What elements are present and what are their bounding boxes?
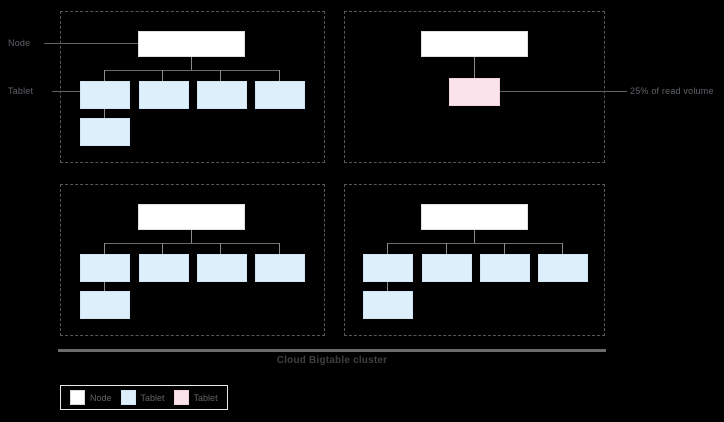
tree-drop-top-left-3 bbox=[220, 70, 221, 81]
tree-bus-bottom-left bbox=[104, 243, 279, 244]
tablet-box-bottom-left-4 bbox=[255, 254, 305, 282]
tablet-box-top-left-2 bbox=[139, 81, 189, 109]
tree-trunk-top-right bbox=[474, 57, 475, 78]
node-box-bottom-left bbox=[138, 204, 245, 230]
tree-bus-bottom-right bbox=[387, 243, 563, 244]
legend-label-node: Node bbox=[90, 392, 112, 403]
cluster-node-group-top-left bbox=[60, 11, 325, 163]
cluster-caption: Cloud Bigtable cluster bbox=[276, 355, 388, 366]
tree-drop-top-left-5 bbox=[104, 109, 105, 120]
tree-drop-top-left-2 bbox=[162, 70, 163, 81]
leader-line-node bbox=[44, 43, 139, 44]
tree-drop-bottom-right-4 bbox=[562, 243, 563, 254]
cluster-node-group-bottom-right bbox=[344, 184, 605, 336]
cluster-divider-rule bbox=[58, 349, 606, 352]
node-box-top-left bbox=[138, 31, 245, 57]
tree-drop-bottom-right-3 bbox=[504, 243, 505, 254]
hot-tablet-box-top-right bbox=[449, 78, 500, 106]
legend-label-tablet-normal: Tablet bbox=[140, 392, 165, 403]
legend-item-tablet-hot: Tablet bbox=[173, 390, 218, 405]
legend-swatch-node-icon bbox=[70, 390, 85, 405]
tablet-box-bottom-right-2 bbox=[422, 254, 472, 282]
tree-drop-bottom-right-2 bbox=[446, 243, 447, 254]
tablet-box-bottom-right-3 bbox=[480, 254, 530, 282]
tablet-box-bottom-right-1 bbox=[363, 254, 413, 282]
legend: Node Tablet Tablet bbox=[60, 385, 228, 410]
tree-drop-bottom-left-5 bbox=[104, 282, 105, 293]
cluster-node-group-bottom-left bbox=[60, 184, 325, 336]
tablet-box-top-left-1 bbox=[80, 81, 130, 109]
tablet-box-bottom-right-5 bbox=[363, 291, 413, 319]
tablet-box-bottom-left-1 bbox=[80, 254, 130, 282]
legend-swatch-tablet-hot-icon bbox=[173, 390, 189, 405]
node-box-bottom-right bbox=[421, 204, 528, 230]
tablet-box-bottom-right-4 bbox=[538, 254, 588, 282]
tablet-box-top-left-4 bbox=[255, 81, 305, 109]
callout-read-volume: 25% of read volume bbox=[630, 86, 714, 96]
label-node: Node bbox=[8, 38, 31, 48]
tree-drop-bottom-left-4 bbox=[279, 243, 280, 254]
legend-label-tablet-hot: Tablet bbox=[193, 392, 218, 403]
leader-line-tablet bbox=[52, 91, 81, 92]
tablet-box-top-left-3 bbox=[197, 81, 247, 109]
tree-trunk-top-left bbox=[191, 57, 192, 70]
node-box-top-right bbox=[421, 31, 528, 57]
cluster-node-group-top-right bbox=[344, 11, 605, 163]
tablet-box-top-left-5 bbox=[80, 118, 130, 146]
tree-drop-bottom-right-5 bbox=[387, 282, 388, 293]
tree-drop-top-left-1 bbox=[104, 70, 105, 81]
tree-drop-bottom-right-1 bbox=[387, 243, 388, 254]
legend-item-tablet-normal: Tablet bbox=[120, 390, 165, 405]
tree-drop-bottom-left-2 bbox=[162, 243, 163, 254]
tablet-box-bottom-left-3 bbox=[197, 254, 247, 282]
tree-drop-bottom-left-1 bbox=[104, 243, 105, 254]
tree-drop-top-left-4 bbox=[279, 70, 280, 81]
tablet-box-bottom-left-5 bbox=[80, 291, 130, 319]
tree-trunk-bottom-right bbox=[474, 230, 475, 243]
label-tablet: Tablet bbox=[8, 86, 34, 96]
leader-line-callout bbox=[499, 91, 627, 92]
tree-drop-bottom-left-3 bbox=[220, 243, 221, 254]
tree-bus-top-left bbox=[104, 70, 279, 71]
tree-trunk-bottom-left bbox=[191, 230, 192, 243]
legend-swatch-tablet-normal-icon bbox=[120, 390, 136, 405]
tablet-box-bottom-left-2 bbox=[139, 254, 189, 282]
legend-item-node: Node bbox=[70, 390, 112, 405]
